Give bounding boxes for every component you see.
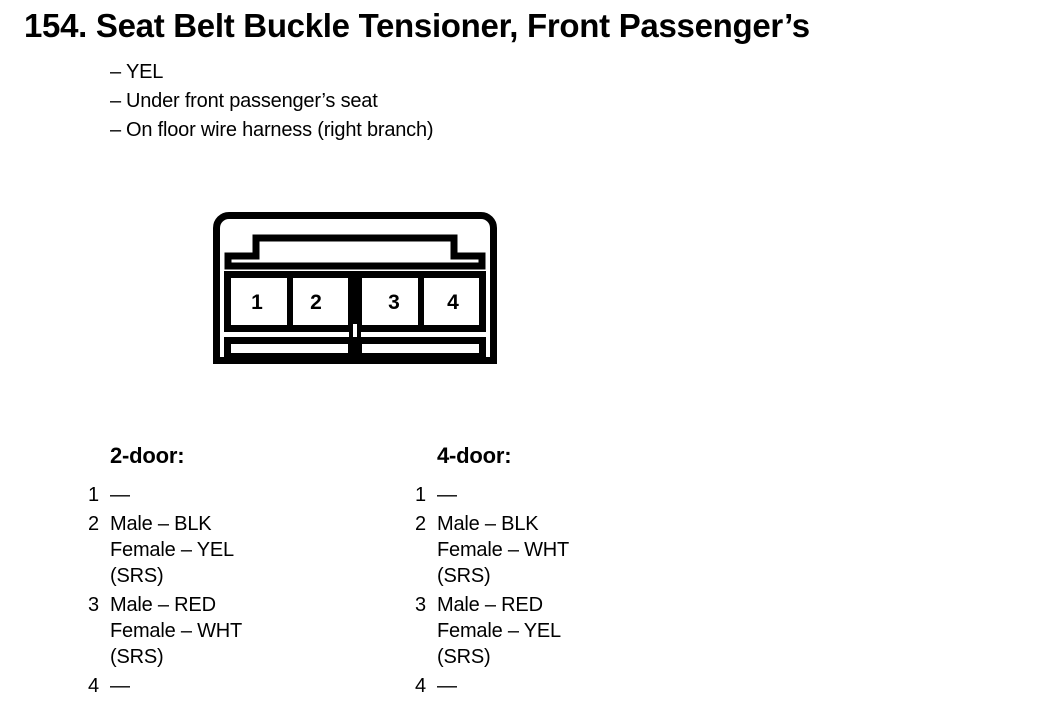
spec-dash: –: [110, 119, 121, 141]
pin-row: 4 —: [415, 673, 569, 699]
pin-table-2-door: 2-door: 1 — 2 Male – BLK Female – YEL (S…: [88, 443, 242, 702]
spec-line: –On floor wire harness (right branch): [110, 116, 434, 145]
pin-divider-3-4: [418, 274, 424, 329]
spec-dash: –: [110, 90, 121, 112]
pin-detail-line: —: [437, 675, 457, 697]
pin-detail-line: (SRS): [437, 565, 491, 587]
pin-table-4-door: 4-door: 1 — 2 Male – BLK Female – WHT (S…: [415, 443, 569, 702]
pin-index: 1: [88, 484, 100, 506]
pin-detail: Male – RED Female – WHT (SRS): [110, 592, 242, 670]
pin-row: 4 —: [88, 673, 242, 699]
pin-row: 2 Male – BLK Female – YEL (SRS): [88, 511, 242, 589]
pin-detail: —: [437, 673, 457, 699]
pin-label-1: 1: [251, 291, 263, 314]
spec-line-text: Under front passenger’s seat: [126, 90, 378, 112]
pin-detail-line: Male – RED: [437, 594, 543, 616]
spec-line: –YEL: [110, 58, 433, 87]
pin-index: 4: [88, 675, 100, 697]
pin-label-3: 3: [388, 291, 400, 314]
pin-detail-line: —: [110, 675, 130, 697]
spec-dash: –: [110, 61, 121, 83]
pin-detail: —: [110, 482, 130, 508]
pin-row: 1 —: [415, 482, 569, 508]
spec-line: –Under front passenger’s seat: [110, 87, 433, 116]
pin-detail-line: Female – YEL: [110, 539, 234, 561]
pin-index: 3: [88, 594, 100, 616]
pin-detail-line: (SRS): [110, 565, 164, 587]
pin-index: 3: [415, 594, 427, 616]
pin-label-4: 4: [447, 291, 459, 314]
bottom-band-right: [355, 337, 486, 360]
pin-row: 3 Male – RED Female – WHT (SRS): [88, 592, 242, 670]
pin-row: 1 —: [88, 482, 242, 508]
pin-detail: Male – BLK Female – YEL (SRS): [110, 511, 234, 589]
spec-line-text: YEL: [126, 61, 164, 83]
latch-cavity: [224, 234, 486, 270]
pin-table-heading: 2-door:: [110, 443, 185, 468]
pin-detail-line: Female – YEL: [437, 620, 561, 642]
pin-divider-1-2: [287, 274, 293, 329]
pin-detail-line: Female – WHT: [437, 539, 570, 561]
pin-detail: —: [437, 482, 457, 508]
bottom-band-left: [224, 337, 355, 360]
pin-row: 3 Male – RED Female – YEL (SRS): [415, 592, 569, 670]
pin-index: 1: [415, 484, 427, 506]
connector-outer-shell: [213, 212, 497, 364]
pin-label-2: 2: [310, 291, 322, 314]
page-title: 154. Seat Belt Buckle Tensioner, Front P…: [24, 7, 810, 44]
pin-detail: Male – RED Female – YEL (SRS): [437, 592, 561, 670]
pin-row: 2 Male – BLK Female – WHT (SRS): [415, 511, 569, 589]
pin-index: 2: [415, 513, 427, 535]
pin-detail-line: (SRS): [437, 646, 491, 668]
pin-detail-line: Male – BLK: [437, 513, 539, 535]
spec-line-text: On floor wire harness (right branch): [126, 119, 434, 141]
connector-diagram: 1 2 3 4: [213, 212, 497, 364]
pin-detail-line: Male – BLK: [110, 513, 212, 535]
pin-detail: Male – BLK Female – WHT (SRS): [437, 511, 569, 589]
pin-detail-line: Female – WHT: [110, 620, 243, 642]
pin-detail-line: Male – RED: [110, 594, 216, 616]
spec-list: –YEL –Under front passenger’s seat –On f…: [110, 58, 434, 145]
pin-detail-line: (SRS): [110, 646, 164, 668]
pin-detail-line: —: [437, 484, 457, 506]
pin-detail-line: —: [110, 484, 130, 506]
pin-table-heading: 4-door:: [437, 443, 512, 468]
pin-detail: —: [110, 673, 130, 699]
pin-index: 4: [415, 675, 427, 697]
pin-index: 2: [88, 513, 100, 535]
center-keyway-slot: [353, 324, 357, 344]
